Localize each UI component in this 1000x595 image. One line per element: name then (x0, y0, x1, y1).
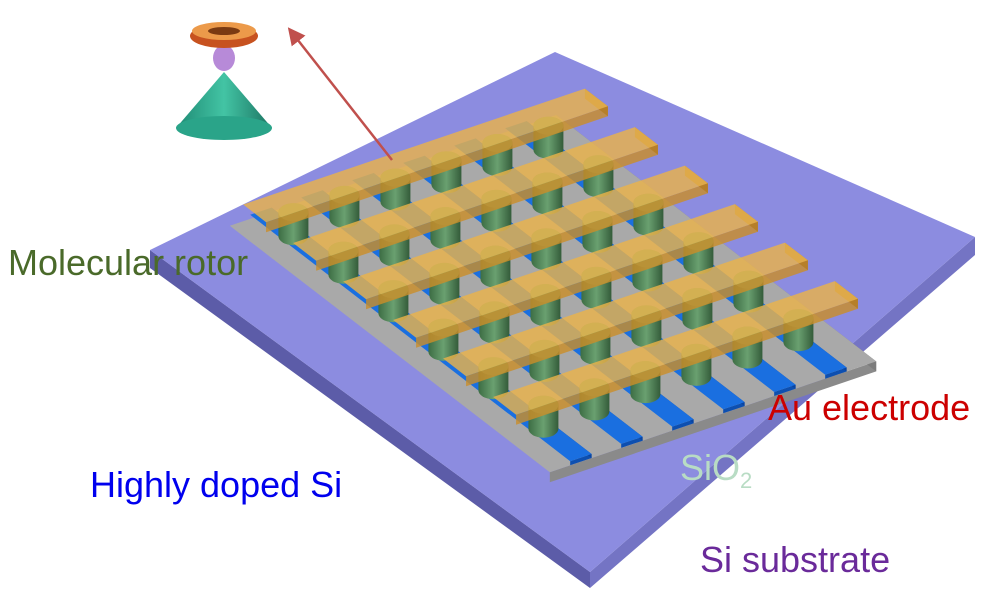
au-electrode-5-front (516, 298, 858, 425)
si-line-2-front (672, 419, 694, 431)
molecular-rotor-icon (176, 22, 272, 140)
au-electrode-label: Au electrode (768, 387, 971, 428)
au-electrode-0-front (266, 106, 608, 233)
au-electrode-3-top (393, 204, 758, 338)
rotor-disk-hole (208, 27, 240, 35)
rotor-axle (213, 45, 235, 71)
molecular-rotor-label: Molecular rotor (8, 242, 249, 283)
si-line-3-front (723, 402, 745, 414)
au-electrode-4-front (466, 260, 808, 387)
si-line-5-front (825, 367, 847, 379)
si-line-4-front (774, 384, 796, 396)
si-line-1-front (621, 436, 643, 448)
au-electrode-2-top (343, 165, 708, 300)
highly-doped-si-label: Highly doped Si (90, 464, 343, 505)
sio2-layer-front (549, 361, 877, 483)
au-electrode-1-top (293, 127, 658, 261)
substrate-front-face (150, 250, 590, 588)
au-electrode-3-front (416, 221, 758, 348)
au-electrode-2-front (366, 183, 708, 310)
sio2-label-subscript: 2 (740, 468, 753, 493)
au-electrode-5-top (493, 281, 858, 415)
sio2-label-main: SiO (680, 447, 741, 488)
rotor-cone-base (176, 116, 272, 140)
sio2-label: SiO2 (680, 450, 752, 492)
substrate-right-face (590, 237, 975, 588)
device-layer (229, 88, 877, 483)
au-electrode-0-top (243, 88, 608, 223)
arrow-to-rotor (287, 27, 393, 161)
au-electrode-4-top (443, 242, 808, 377)
si-substrate-label: Si substrate (700, 539, 891, 580)
si-line-0-front (570, 454, 592, 466)
au-electrode-1-front (316, 144, 658, 271)
